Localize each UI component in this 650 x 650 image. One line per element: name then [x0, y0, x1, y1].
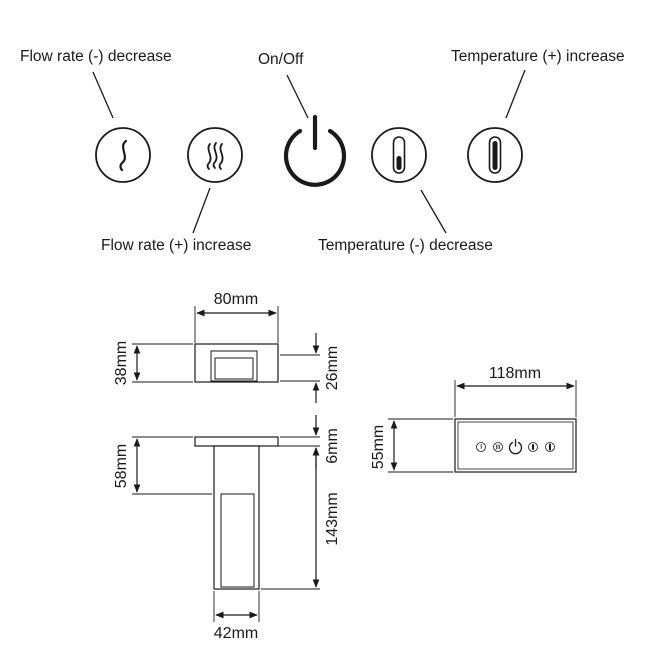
flow-decrease-button	[95, 127, 151, 183]
label-flow-increase: Flow rate (+) increase	[101, 237, 252, 254]
mini-temp-increase-icon	[545, 442, 555, 452]
dim-label-front-height: 55mm	[370, 425, 387, 469]
flow-increase-icon	[206, 142, 224, 170]
dim-label-top-height: 38mm	[113, 341, 130, 385]
temperature-decrease-icon	[392, 136, 406, 174]
leader-flow-decrease	[92, 71, 114, 119]
mini-power-icon	[508, 438, 523, 455]
label-temp-decrease: Temperature (-) decrease	[318, 237, 493, 254]
temperature-increase-button	[467, 127, 523, 183]
label-flow-decrease: Flow rate (-) decrease	[20, 48, 172, 65]
mini-flow-increase-icon	[493, 442, 503, 452]
dim-label-body-height: 143mm	[324, 492, 341, 545]
dim-label-inner-height: 26mm	[324, 346, 341, 390]
temperature-increase-icon	[488, 136, 502, 174]
power-icon	[283, 114, 347, 187]
dim-label-body-width: 42mm	[214, 625, 258, 642]
dim-label-top-width: 80mm	[214, 291, 258, 308]
temperature-decrease-button	[371, 127, 427, 183]
label-on-off: On/Off	[258, 51, 304, 68]
mini-flow-decrease-icon	[476, 442, 486, 452]
dim-label-side-height: 58mm	[113, 444, 130, 488]
label-temp-increase: Temperature (+) increase	[451, 48, 625, 65]
power-button	[283, 114, 347, 187]
leader-temp-decrease	[420, 189, 447, 234]
flow-decrease-icon	[119, 139, 128, 172]
leader-flow-increase	[192, 187, 211, 234]
front-panel-controls	[476, 438, 555, 455]
dim-label-plate: 6mm	[324, 428, 341, 464]
top-view	[132, 306, 320, 383]
mini-temp-decrease-icon	[528, 442, 538, 452]
leader-temp-increase	[505, 69, 526, 119]
dim-label-front-width: 118mm	[489, 365, 541, 382]
side-view	[194, 436, 279, 590]
flow-increase-button	[187, 127, 243, 183]
leader-on-off	[286, 74, 309, 119]
